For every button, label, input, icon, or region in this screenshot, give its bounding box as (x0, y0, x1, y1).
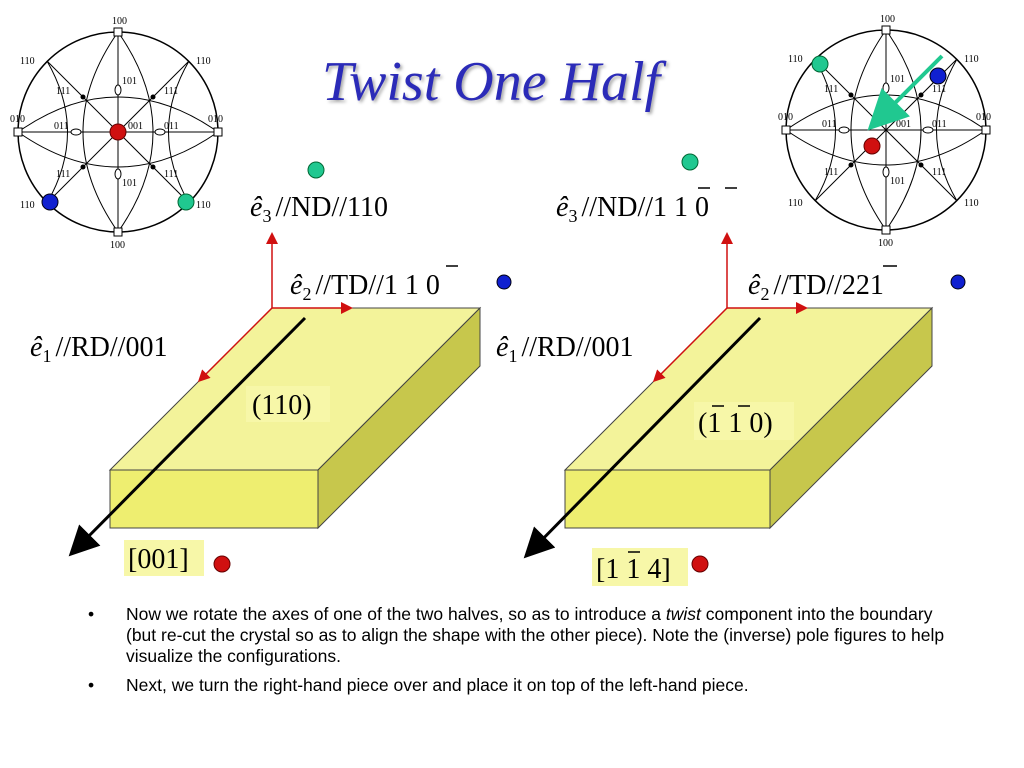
pole-label: 101 (890, 176, 905, 187)
pole-label: 111 (824, 84, 838, 95)
right-crystal-block (523, 232, 934, 559)
pole-label: 011 (164, 121, 179, 132)
blue-marker-left (496, 274, 512, 290)
pole-label: 100 (880, 14, 895, 25)
pole-label: 100 (878, 238, 893, 249)
plane-box-left (246, 386, 330, 422)
bullet-item-2: Next, we turn the right-hand piece over … (88, 675, 948, 696)
pole-label: 111 (56, 86, 70, 97)
pole-label: 100 (110, 240, 125, 251)
pole-label: 011 (822, 119, 837, 130)
direction-label-left: [001] (128, 544, 189, 575)
pole-label: 111 (824, 167, 838, 178)
blue-marker-right (950, 274, 966, 290)
direction-label-right: [1 1 4] (596, 554, 671, 585)
pole-figure-left: 100 110 110 010 010 110 110 100 101 101 … (10, 16, 223, 251)
e2-label-right: ê2//TD//221 (748, 270, 884, 304)
pole-label: 110 (196, 56, 211, 67)
blue-pole-marker (929, 67, 947, 85)
plane-label-right: (1 1 0) (698, 408, 773, 439)
pole-label: 110 (788, 198, 803, 209)
plane-box-right (694, 402, 794, 440)
pole-label: 110 (964, 198, 979, 209)
plane-label-left: (110) (252, 390, 312, 421)
pole-label: 001 (896, 119, 911, 130)
direction-box-right (592, 548, 688, 586)
red-marker-left (213, 555, 231, 573)
pole-label: 101 (122, 178, 137, 189)
pole-label: 110 (20, 200, 35, 211)
e1-label-left: ê1//RD//001 (30, 332, 167, 366)
pole-label: 110 (788, 54, 803, 65)
pole-label: 110 (964, 54, 979, 65)
teal-pole-marker (811, 55, 829, 73)
red-pole-marker (863, 137, 881, 155)
pole-label: 011 (932, 119, 947, 130)
teal-marker-right (681, 153, 699, 171)
e2-label-left: ê2//TD//1 1 0 (290, 270, 440, 304)
pole-figure-right: 100 110 110 010 010 110 110 100 101 101 … (778, 14, 991, 249)
pole-label: 010 (10, 114, 25, 125)
pole-label: 110 (196, 200, 211, 211)
red-marker-right (691, 555, 709, 573)
page-title: Twist One Half (322, 51, 661, 113)
pole-label: 010 (208, 114, 223, 125)
pole-label: 010 (778, 112, 793, 123)
blue-pole-marker (41, 193, 59, 211)
rotation-arrow (867, 54, 944, 131)
bullet-list: Now we rotate the axes of one of the two… (88, 604, 948, 704)
teal-pole-marker (177, 193, 195, 211)
pole-label: 111 (56, 169, 70, 180)
pole-label: 111 (164, 169, 178, 180)
red-pole-marker (109, 123, 127, 141)
pole-label: 010 (976, 112, 991, 123)
e3-label-left: ê3//ND//110 (250, 192, 388, 226)
pole-label: 001 (128, 121, 143, 132)
e3-label-right: ê3//ND//1 1 0 (556, 192, 709, 226)
direction-box-left (124, 540, 204, 576)
pole-label: 101 (122, 76, 137, 87)
pole-label: 100 (112, 16, 127, 27)
pole-label: 110 (20, 56, 35, 67)
diagram-canvas: 100 110 110 010 010 110 110 100 101 101 … (10, 14, 991, 586)
pole-label: 111 (932, 167, 946, 178)
pole-label: 111 (932, 84, 946, 95)
pole-label: 111 (164, 86, 178, 97)
pole-label: 101 (890, 74, 905, 85)
bullet-item-1: Now we rotate the axes of one of the two… (88, 604, 948, 667)
teal-marker-left (307, 161, 325, 179)
e1-label-right: ê1//RD//001 (496, 332, 633, 366)
pole-label: 011 (54, 121, 69, 132)
